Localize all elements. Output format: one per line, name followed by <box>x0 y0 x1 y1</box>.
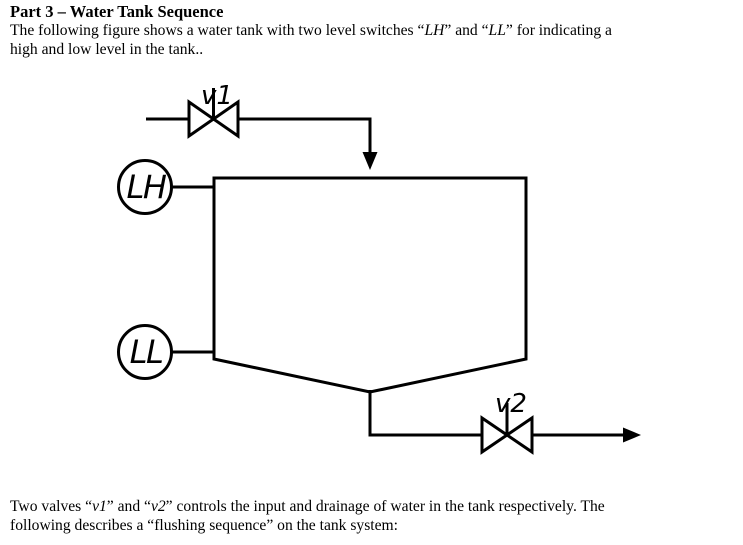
low-level-switch-icon <box>117 324 173 380</box>
inlet-pipe-right <box>238 117 372 153</box>
inlet-valve-v1: v1 <box>187 81 240 139</box>
inlet-arrowhead-icon <box>362 152 378 170</box>
intro-paragraph: The following figure shows a water tank … <box>10 21 735 59</box>
low-level-switch: LL <box>117 324 214 380</box>
high-level-switch-icon <box>117 159 173 215</box>
ll-switch-reference: LL <box>488 22 506 39</box>
outlet-valve-icon-left-triangle <box>480 415 510 455</box>
v2-valve-reference: v2 <box>150 498 166 515</box>
header-section: Part 3 – Water Tank Sequence The followi… <box>10 2 735 59</box>
high-level-switch: LH <box>117 159 214 215</box>
inlet-line <box>146 117 378 170</box>
outlet-valve-v2: v2 <box>480 389 534 455</box>
footer-line-1: Two valves “v1” and “v2” controls the in… <box>10 497 735 516</box>
intro-text-2: ” and “ <box>444 22 489 39</box>
low-level-switch-label: LL <box>130 333 163 371</box>
outlet-valve-icon-right-triangle <box>504 415 534 455</box>
outlet-pipe-left <box>368 390 482 437</box>
intro-line-1: The following figure shows a water tank … <box>10 21 735 40</box>
footer-text-2: ” and “ <box>106 498 151 515</box>
v1-valve-reference: v1 <box>92 498 107 515</box>
inlet-valve-icon-right-triangle <box>210 99 240 139</box>
high-level-switch-label: LH <box>127 168 167 206</box>
footer-paragraph: Two valves “v1” and “v2” controls the in… <box>10 497 735 535</box>
lh-switch-reference: LH <box>424 22 445 39</box>
page-title: Part 3 – Water Tank Sequence <box>10 2 224 21</box>
inlet-valve-icon-left-triangle <box>187 99 217 139</box>
footer-section: Two valves “v1” and “v2” controls the in… <box>10 497 735 535</box>
tank-outline <box>212 176 528 394</box>
intro-text-3: ” for indicating a <box>505 22 612 39</box>
footer-text-3: ” controls the input and drainage of wat… <box>165 498 605 515</box>
intro-text-1: The following figure shows a water tank … <box>10 22 425 39</box>
outlet-valve-label: v2 <box>495 389 527 419</box>
inlet-valve-label: v1 <box>201 81 233 111</box>
footer-line-2: following describes a “flushing sequence… <box>10 517 399 534</box>
intro-line-2: high and low level in the tank.. <box>10 41 204 58</box>
footer-text-1: Two valves “ <box>10 498 93 515</box>
outlet-arrowhead-icon <box>623 427 641 443</box>
outlet-line <box>368 390 641 443</box>
